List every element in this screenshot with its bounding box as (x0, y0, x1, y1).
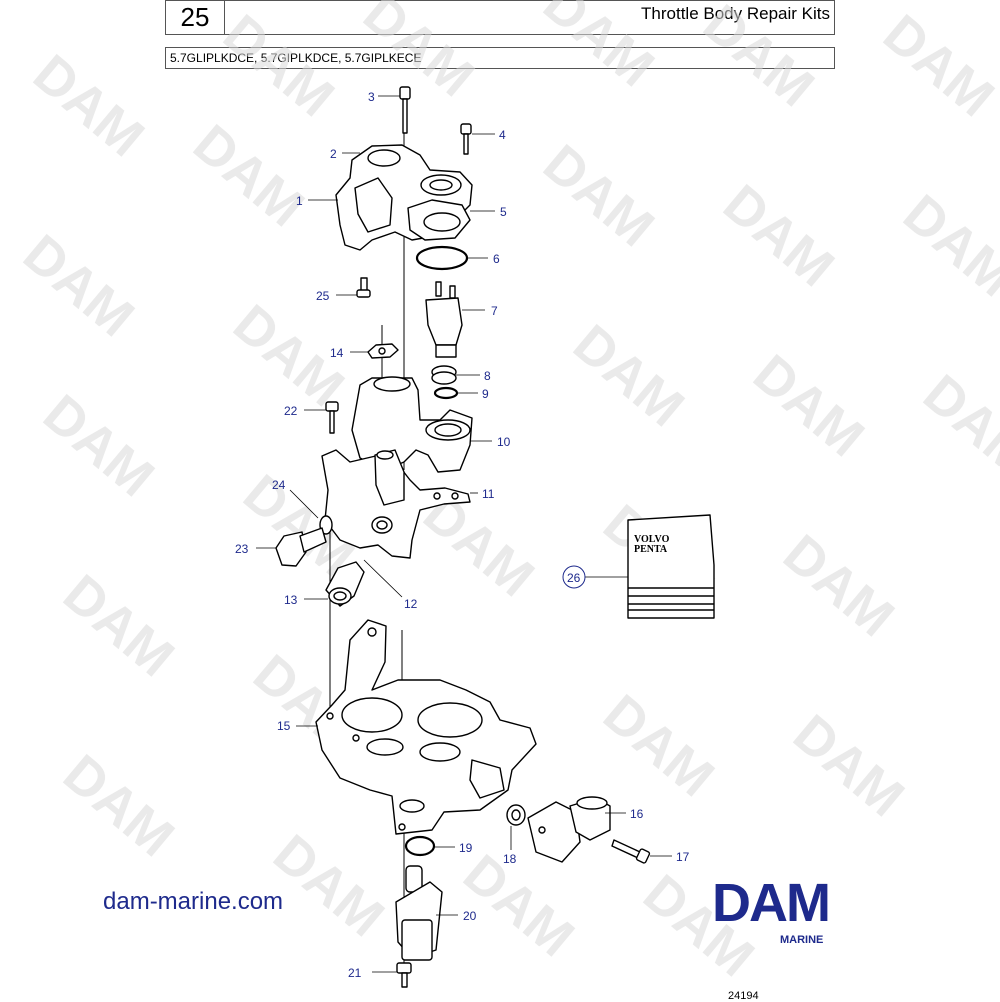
kit-brand-line1: VOLVO (634, 534, 670, 545)
watermark: DAM (912, 363, 1000, 488)
watermark: DAM (872, 3, 1000, 128)
screw-4 (460, 123, 472, 155)
logo-subtitle: MARINE (780, 934, 824, 946)
callout-18: 18 (503, 852, 517, 866)
retainer-plate-14 (367, 343, 399, 359)
logo-wordmark: DAM (712, 873, 831, 933)
fuel-meter-gasket-11 (321, 449, 471, 559)
callout-3: 3 (368, 90, 375, 104)
callout-22: 22 (284, 404, 298, 418)
watermark: DAM (12, 223, 145, 348)
callout-8: 8 (484, 369, 491, 383)
watermark: DAM (592, 683, 725, 808)
watermark: DAM (452, 843, 585, 968)
callout-14: 14 (330, 346, 344, 360)
callout-16: 16 (630, 807, 644, 821)
watermark: DAM (712, 173, 845, 298)
repair-kit-box-26 (627, 514, 715, 619)
screw-25 (356, 277, 371, 298)
fuel-fitting-23 (275, 527, 327, 567)
watermark: DAM (692, 0, 825, 118)
watermark: DAM (772, 523, 905, 648)
callout-2: 2 (330, 147, 337, 161)
injector-cover-assembly (335, 144, 473, 251)
model-list-box: 5.7GLIPLKDCE, 5.7GIPLKDCE, 5.7GIPLKECE (165, 47, 835, 69)
screw-21 (396, 962, 412, 988)
throttle-position-sensor-20 (395, 865, 443, 961)
seal-8 (431, 365, 457, 385)
callout-24: 24 (272, 478, 286, 492)
callout-4: 4 (499, 128, 506, 142)
callout-1: 1 (296, 194, 303, 208)
parts (275, 86, 715, 988)
screw-17 (611, 839, 651, 864)
screw-22 (325, 401, 339, 434)
watermark: DAM (532, 133, 665, 258)
callout-25: 25 (316, 289, 330, 303)
title-box: Throttle Body Repair Kits (224, 0, 835, 35)
callout-circle-26 (562, 565, 586, 589)
o-ring-6 (415, 245, 469, 271)
callout-17: 17 (676, 850, 690, 864)
page-number-box: 25 (165, 0, 225, 35)
model-list: 5.7GLIPLKDCE, 5.7GIPLKDCE, 5.7GIPLKECE (170, 51, 422, 65)
watermark: DAM (742, 343, 875, 468)
screw-3 (399, 86, 411, 134)
watermark: DAM (32, 383, 165, 508)
seal-18 (506, 804, 526, 826)
throttle-body-15 (315, 619, 537, 835)
watermark-layer: DAM DAM DAM DAM DAM DAM DAM DAM DAM DAM … (12, 0, 1000, 988)
watermark: DAM (532, 0, 665, 98)
callout-20: 20 (463, 909, 477, 923)
callout-12: 12 (404, 597, 418, 611)
o-ring-19 (404, 835, 436, 857)
watermark: DAM (562, 313, 695, 438)
callout-13: 13 (284, 593, 298, 607)
watermark: DAM (212, 3, 345, 128)
callout-26: 26 (567, 571, 581, 585)
watermark: DAM (52, 743, 185, 868)
callout-7: 7 (491, 304, 498, 318)
o-ring-9 (433, 386, 459, 400)
watermark: DAM (52, 563, 185, 688)
callout-6: 6 (493, 252, 500, 266)
callout-9: 9 (482, 387, 489, 401)
callout-19: 19 (459, 841, 473, 855)
leader-lines (256, 95, 672, 973)
callout-labels: 1 2 3 4 5 6 7 8 9 10 11 12 13 14 15 16 1… (235, 90, 690, 980)
watermark: DAM (892, 183, 1000, 308)
watermark: DAM (182, 113, 315, 238)
page-number: 25 (180, 2, 210, 32)
callout-15: 15 (277, 719, 291, 733)
kit-brand-line2: PENTA (634, 544, 668, 555)
watermark: DAM (262, 823, 395, 948)
fuel-meter-body-10 (351, 376, 473, 473)
fuel-fitting-13 (325, 561, 365, 607)
fuel-injector-7 (425, 281, 463, 358)
idle-air-control-16 (527, 796, 611, 863)
callout-11: 11 (482, 487, 495, 501)
callout-10: 10 (497, 435, 511, 449)
drawing-number: 24194 (728, 990, 759, 1002)
watermark: DAM (22, 43, 155, 168)
page-title: Throttle Body Repair Kits (641, 4, 830, 23)
callout-21: 21 (348, 966, 362, 980)
watermark: DAM (782, 703, 915, 828)
website-link[interactable]: dam-marine.com (103, 888, 284, 915)
callout-23: 23 (235, 542, 249, 556)
callout-5: 5 (500, 205, 507, 219)
